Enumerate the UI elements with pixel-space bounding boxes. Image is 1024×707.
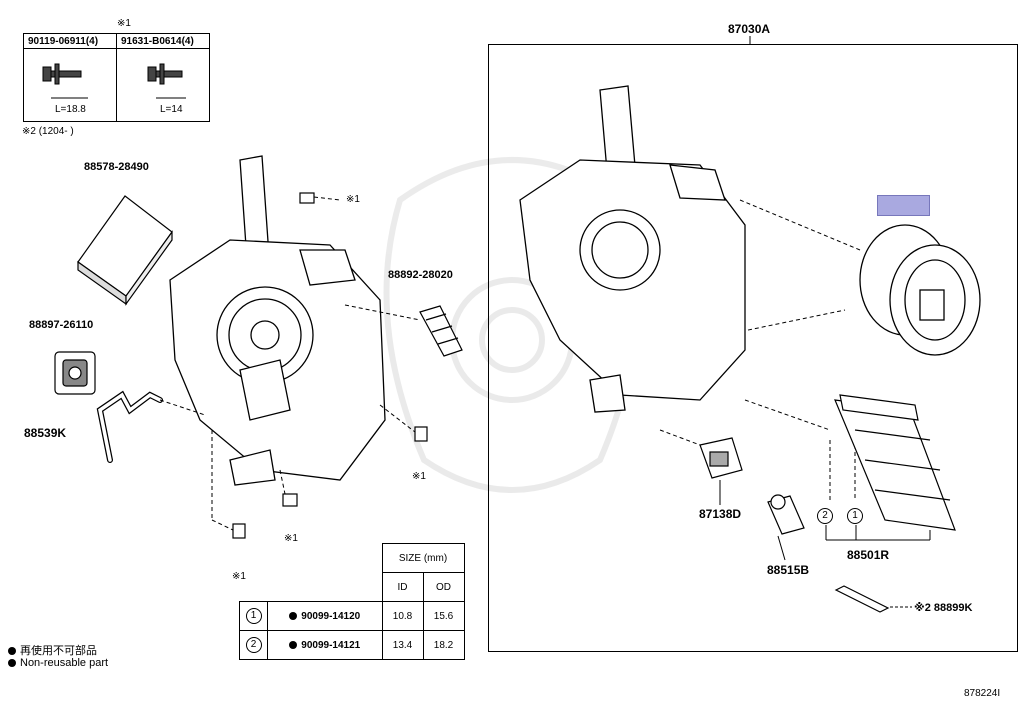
label-88892: 88892-28020 (388, 269, 453, 281)
row-index: 1 (245, 608, 262, 624)
row-part: 90099-14120 (301, 610, 361, 622)
size-table: SIZE (mm) ID OD 1 90099-14120 10.8 15.6 … (239, 543, 465, 660)
bolt-length-1: L=18.8 (55, 104, 86, 115)
air-filter (77, 195, 173, 306)
bolt-part-2: 91631-B0614(4) (116, 33, 210, 49)
legend-jp: 再使用不可部品 (8, 642, 97, 658)
label-88515b: 88515B (767, 563, 810, 577)
sensor-88515b (767, 494, 805, 535)
row-id: 10.8 (381, 601, 424, 631)
mark-1b: ※1 (412, 471, 426, 482)
screws (232, 192, 428, 539)
row-part: 90099-14121 (301, 639, 361, 651)
label-88539: 88539K (24, 426, 67, 440)
label-88578: 88578-28490 (84, 161, 149, 173)
bolt-length-2: L=14 (160, 104, 183, 115)
row-od: 15.6 (422, 601, 465, 631)
legend-dot-icon (8, 659, 16, 668)
legend-dot-icon (8, 647, 16, 656)
clip-88899k (834, 585, 890, 613)
circle-2: 2 (817, 508, 833, 524)
mark-1d: ※1 (232, 571, 246, 582)
blower-motor (859, 224, 981, 356)
note-mark-1: ※1 (117, 18, 131, 29)
grommet (54, 351, 96, 395)
label-87138d: 87138D (699, 507, 742, 521)
row-od: 18.2 (422, 630, 465, 660)
note-2: ※2 (1204- ) (22, 126, 74, 137)
label-88897: 88897-26110 (29, 319, 94, 331)
table-row: 2 90099-14121 13.4 18.2 (239, 630, 465, 660)
label-88899k: ※2 88899K (914, 602, 973, 614)
bolt-table: 90119-06911(4) 91631-B0614(4) (23, 33, 210, 122)
highlight-box (877, 195, 930, 216)
label-87030a: 87030A (728, 22, 771, 36)
non-reusable-dot (289, 611, 298, 620)
resistor-87138d (699, 437, 743, 479)
figure-number: 878224I (964, 688, 1001, 699)
mark-1a: ※1 (346, 194, 360, 205)
mark-1c: ※1 (284, 533, 298, 544)
evaporator (834, 394, 956, 531)
blower-unit-right (519, 85, 746, 413)
circle-1: 1 (847, 508, 863, 524)
legend-en: Non-reusable part (8, 657, 108, 669)
clip-88892 (419, 305, 463, 357)
label-88501r: 88501R (847, 548, 890, 562)
row-index: 2 (245, 637, 262, 653)
size-header: SIZE (mm) (381, 543, 465, 573)
bolt-part-1: 90119-06911(4) (23, 33, 117, 49)
blower-unit-left (169, 155, 386, 486)
assembly-frame (488, 44, 1018, 652)
row-id: 13.4 (381, 630, 424, 660)
col-od: OD (422, 572, 465, 602)
col-id: ID (381, 572, 424, 602)
table-row: 1 90099-14120 10.8 15.6 (239, 601, 465, 631)
non-reusable-dot (289, 640, 298, 649)
